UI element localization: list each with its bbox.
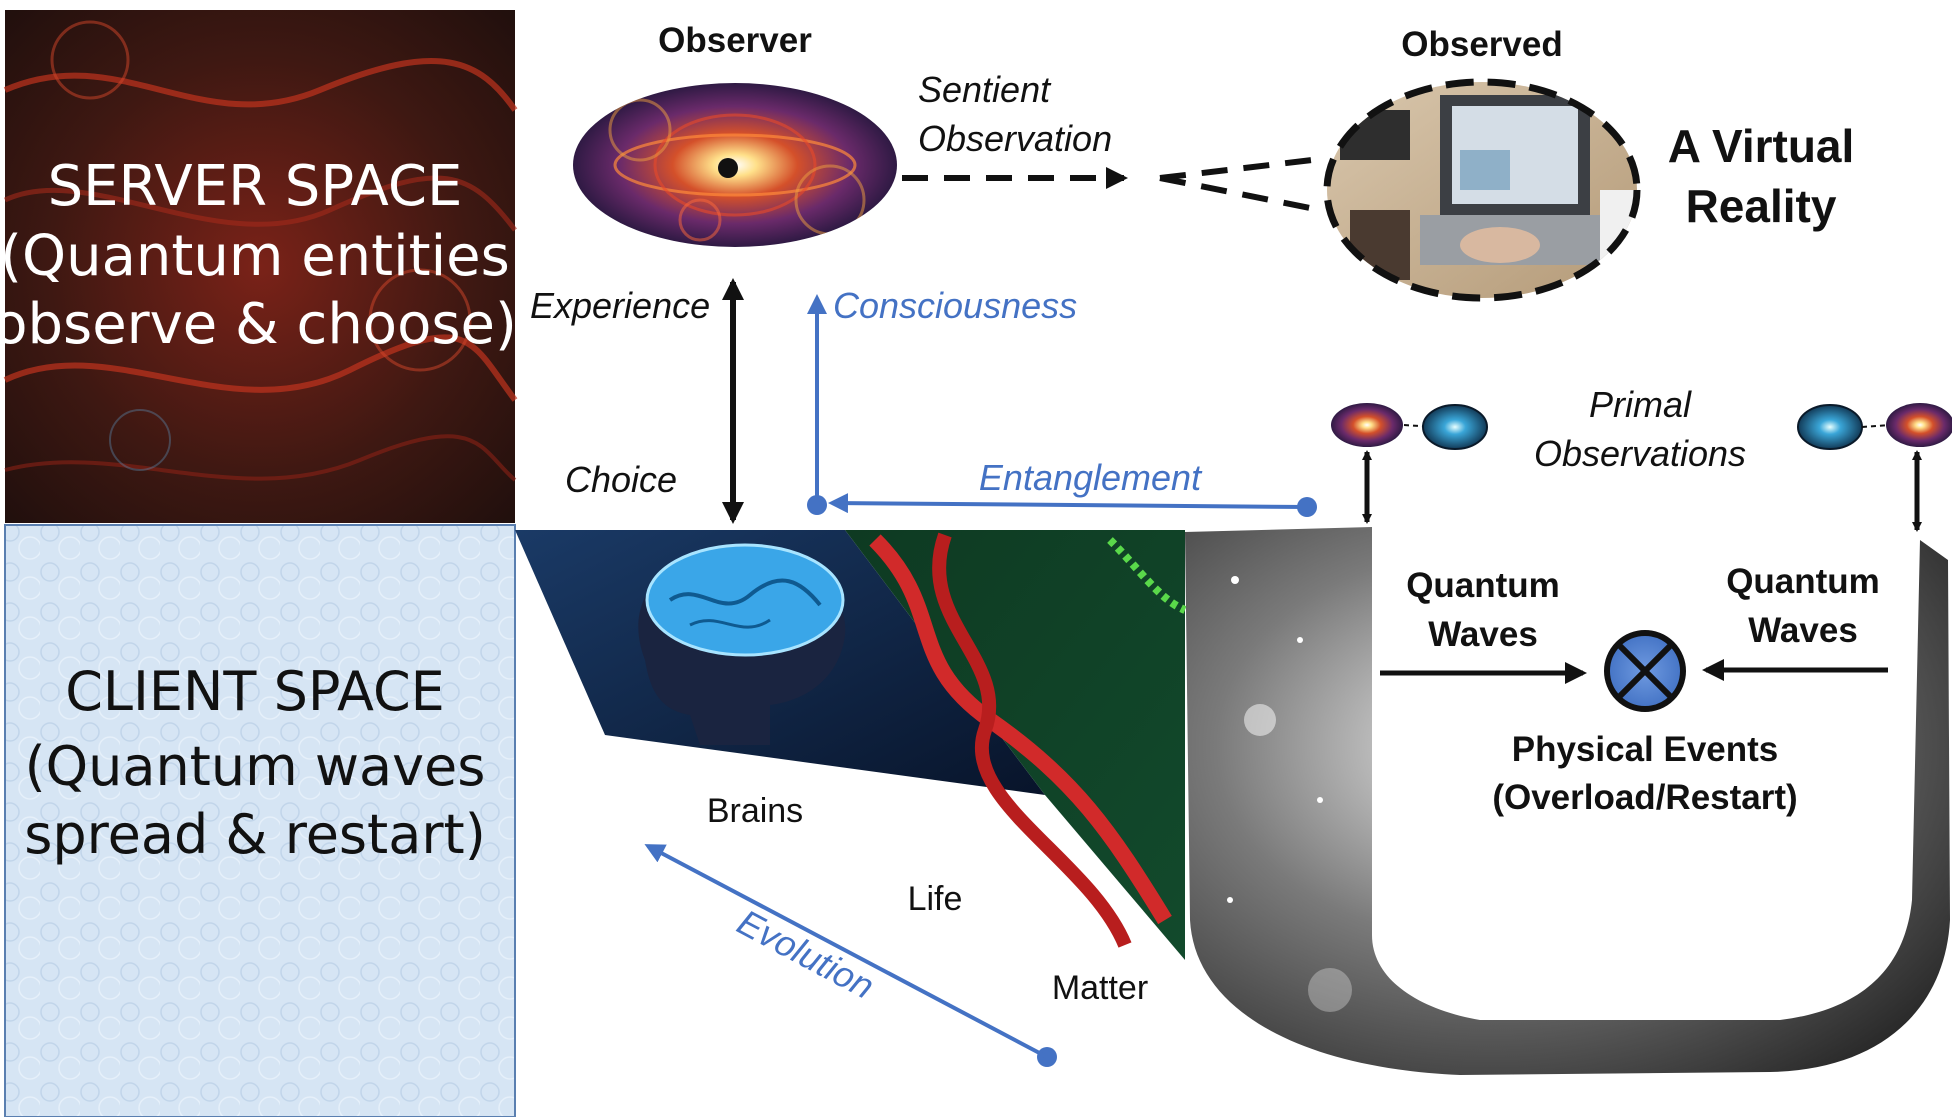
primal-observations-line2: Observations (1534, 433, 1746, 474)
matter-label: Matter (1052, 969, 1148, 1007)
quantum-waves-left-line2: Waves (1428, 615, 1538, 654)
quantum-waves-right-line2: Waves (1748, 611, 1858, 650)
server-space-line1: (Quantum entities (0, 224, 510, 289)
evolution-arrow (644, 844, 1048, 1059)
primal-observer-right (1797, 403, 1952, 450)
physical-event-x-icon (1604, 630, 1686, 712)
evolution-label: Evolution (731, 901, 881, 1007)
choice-label: Choice (565, 459, 677, 500)
space-u-shape-image (1185, 527, 1950, 1075)
consciousness-label: Consciousness (833, 285, 1077, 326)
entanglement-start-dot (807, 495, 827, 515)
dna-image (845, 530, 1187, 960)
primal-observations-line1: Primal (1589, 384, 1692, 425)
quantum-waves-left-line1: Quantum (1406, 566, 1560, 605)
physical-events-line1: Physical Events (1512, 730, 1779, 769)
brain-image (515, 530, 1045, 795)
entanglement-arrow (828, 493, 1308, 514)
experience-label: Experience (530, 285, 710, 326)
observed-label: Observed (1401, 25, 1562, 64)
server-space-line2: observe & choose) (0, 292, 517, 357)
life-label: Life (908, 880, 963, 918)
brains-label: Brains (707, 792, 803, 830)
entanglement-label: Entanglement (979, 457, 1203, 498)
client-space-line2: spread & restart) (24, 803, 486, 866)
client-space-panel: CLIENT SPACE (Quantum waves spread & res… (4, 524, 516, 1117)
observed-connector-bottom (1159, 175, 1321, 213)
sentient-observation-line1: Sentient (918, 69, 1052, 110)
virtual-reality-line2: Reality (1686, 180, 1837, 232)
physical-events-line2: (Overload/Restart) (1492, 778, 1797, 817)
primal-observer-left (1331, 403, 1488, 450)
quantum-waves-right-line1: Quantum (1726, 562, 1880, 601)
observer-label: Observer (658, 21, 812, 60)
observed-office-image (1323, 78, 1641, 302)
client-space-line1: (Quantum waves (25, 735, 486, 798)
client-space-title: CLIENT SPACE (65, 660, 445, 723)
server-space-title: SERVER SPACE (48, 154, 463, 219)
observer-galaxy-image (573, 83, 897, 247)
server-space-panel: SERVER SPACE (Quantum entities observe &… (0, 10, 518, 523)
virtual-reality-line1: A Virtual (1668, 120, 1855, 172)
observed-connector-top (1159, 157, 1313, 181)
sentient-observation-line2: Observation (918, 118, 1112, 159)
